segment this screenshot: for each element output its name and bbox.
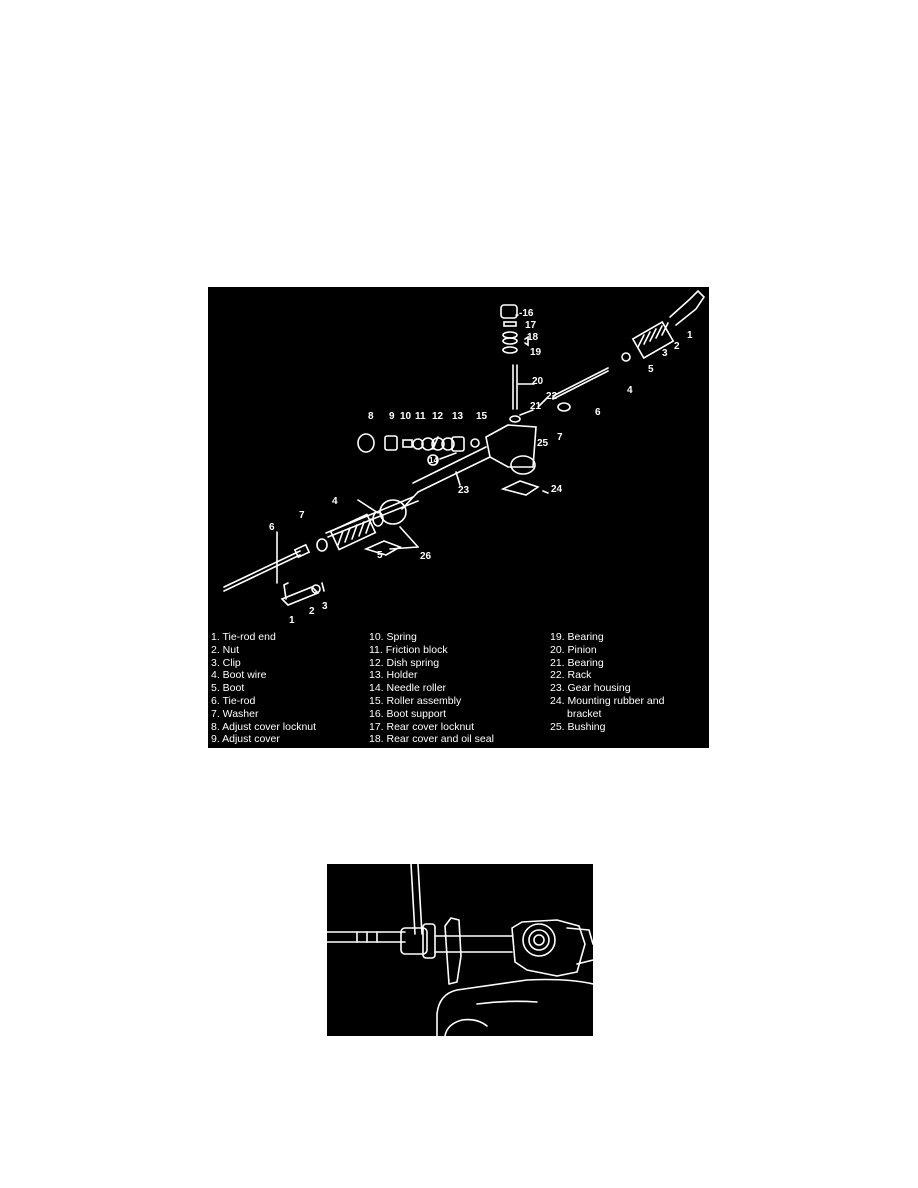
hand [436, 978, 593, 1036]
callout-11: 11 [415, 411, 426, 422]
callout-10: 10 [400, 411, 412, 422]
callout-2-right: 2 [674, 341, 680, 352]
callout-3-right: 3 [662, 348, 668, 359]
roller-assembly [470, 438, 480, 448]
legend-item: 4. Boot wire [211, 669, 267, 682]
legend-item: 18. Rear cover and oil seal [369, 733, 494, 746]
callout-7-right: 7 [557, 432, 563, 443]
boot-wire-right [621, 352, 631, 362]
callout-14: 14 [429, 456, 438, 465]
callout-4-left: 4 [332, 496, 338, 507]
legend-item: 2. Nut [211, 643, 240, 656]
callout-13: 13 [452, 411, 464, 422]
exploded-view-drawing [223, 289, 706, 606]
callout-9: 9 [389, 411, 395, 422]
tie-rod-end-right [669, 289, 706, 326]
tool-bar [410, 864, 416, 935]
legend-item: 10. Spring [369, 631, 417, 643]
callout-17: 17 [525, 320, 537, 331]
callout-12: 12 [432, 411, 444, 422]
legend-column-2: 10. Spring 11. Friction block 12. Dish s… [369, 631, 494, 746]
legend-item: 19. Bearing [550, 631, 604, 643]
needle-roller [427, 454, 439, 466]
callout-19: 19 [530, 347, 542, 358]
legend-item: 6. Tie-rod [211, 694, 256, 707]
bearing-21 [509, 415, 521, 423]
legend-item: bracket [567, 707, 602, 720]
callout-15: 15 [476, 411, 488, 422]
legend-item: 20. Pinion [550, 643, 597, 656]
callout-6-left: 6 [269, 522, 275, 533]
legend-item: 24. Mounting rubber and [550, 694, 665, 707]
legend-item: 12. Dish spring [369, 656, 440, 669]
legend-item: 17. Rear cover locknut [369, 720, 475, 733]
callout-1-left: 1 [289, 615, 295, 626]
legend-item: 8. Adjust cover locknut [211, 720, 317, 733]
washer-left [316, 538, 328, 552]
legend-item: 1. Tie-rod end [211, 631, 276, 643]
dish-spring [421, 437, 435, 451]
callout-26: 26 [420, 551, 432, 562]
legend-item: 15. Roller assembly [369, 694, 462, 707]
legend-item: 14. Needle roller [369, 682, 447, 695]
callout-6-right: 6 [595, 407, 601, 418]
callout-1-right: 1 [687, 330, 693, 341]
callout-3-left: 3 [322, 601, 328, 612]
callout-5-right: 5 [648, 364, 654, 375]
spring [402, 439, 413, 448]
procedure-photo [327, 864, 593, 1036]
legend-item: 5. Boot [211, 682, 245, 695]
legend-column-1: 1. Tie-rod end 2. Nut 3. Clip 4. Boot wi… [211, 631, 316, 746]
legend-item: 23. Gear housing [550, 682, 631, 695]
legend-item: 3. Clip [211, 656, 241, 669]
legend-item: 22. Rack [550, 669, 592, 682]
holder [451, 436, 465, 452]
boot-right [631, 320, 675, 360]
tie-rod-left [223, 554, 301, 592]
boot-left [329, 513, 377, 551]
washer-right [557, 402, 571, 412]
procedure-illustration [327, 864, 593, 1036]
callout-5-left: 5 [377, 550, 383, 561]
callout-4-right: 4 [627, 385, 633, 396]
callout-8: 8 [368, 411, 374, 422]
callout-25: 25 [537, 438, 549, 449]
adjust-cover-locknut [357, 433, 375, 453]
legend-item: 13. Holder [369, 669, 418, 682]
bushing-bracket [363, 540, 402, 556]
callout-7-left: 7 [299, 510, 305, 521]
callout-18: 18 [527, 332, 539, 343]
adjust-cover [384, 435, 398, 451]
legend-column-3: 19. Bearing 20. Pinion 21. Bearing 22. R… [550, 631, 664, 733]
tool-clamp [400, 927, 428, 955]
gear-housing-photo [511, 919, 586, 977]
boot-support [500, 304, 518, 319]
rear-cover-locknut [503, 321, 517, 327]
friction-block [412, 438, 424, 450]
clip-left [321, 582, 325, 592]
callout-16: -16 [519, 308, 534, 319]
tie-rod-right [552, 370, 609, 400]
callout-20: 20 [532, 376, 544, 387]
nut-left [311, 584, 321, 594]
legend-item: 7. Washer [211, 707, 259, 720]
callout-21: 21 [530, 401, 542, 412]
legend-item: 9. Adjust cover [211, 733, 280, 746]
callout-23: 23 [458, 485, 470, 496]
legend-item: 11. Friction block [369, 643, 448, 656]
legend-item: 16. Boot support [369, 707, 447, 720]
legend-item: 25. Bushing [550, 720, 606, 733]
callout-22: 22 [546, 391, 558, 402]
mounting-bracket [500, 480, 540, 496]
legend-item: 21. Bearing [550, 656, 604, 669]
pinion-port [522, 923, 556, 957]
callout-24: 24 [551, 484, 563, 495]
callout-2-left: 2 [309, 606, 315, 617]
gear-housing [485, 424, 537, 468]
bushing-holder [379, 499, 407, 525]
fork-tool [444, 917, 462, 985]
exploded-view-figure: 1 2 3 5 4 6 7 25 22 21 20 19 18 17 -16 8… [208, 287, 709, 748]
